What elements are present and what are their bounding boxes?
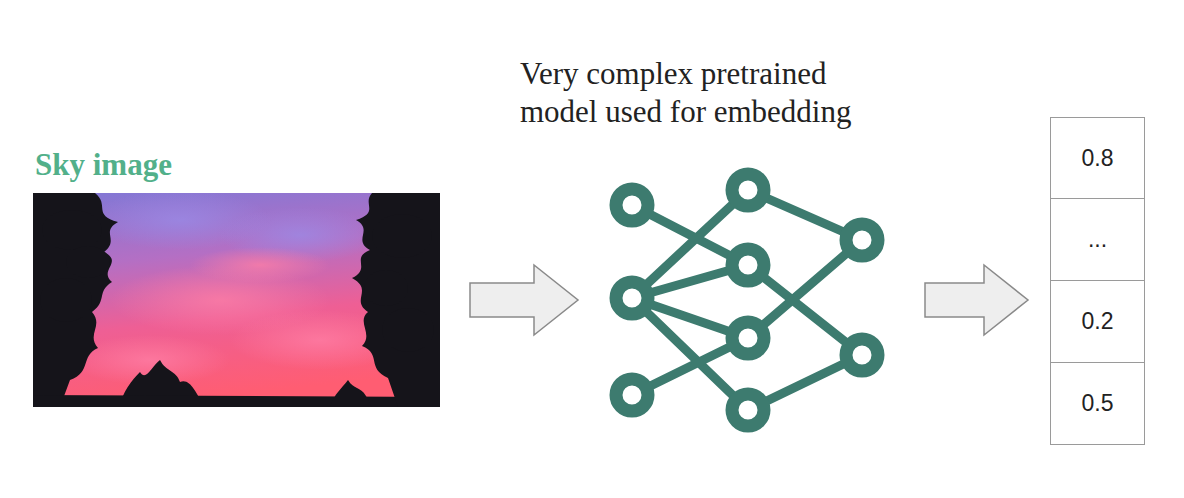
block-arrow [925,265,1028,335]
image-block: Sky image [33,148,440,407]
vector-value: ... [1050,199,1145,281]
vector-value: 0.2 [1050,281,1145,363]
vector-value: 0.5 [1050,363,1145,445]
block-arrow [470,265,578,335]
model-heading: Very complex pretrained model used for e… [520,55,910,131]
vector-value: 0.8 [1050,117,1145,199]
embedding-vector: 0.8...0.20.5 [1050,117,1145,445]
sky-photo [33,193,440,407]
model-block: Very complex pretrained model used for e… [600,165,895,430]
neural-network-icon [616,174,878,426]
image-heading: Sky image [35,148,172,182]
